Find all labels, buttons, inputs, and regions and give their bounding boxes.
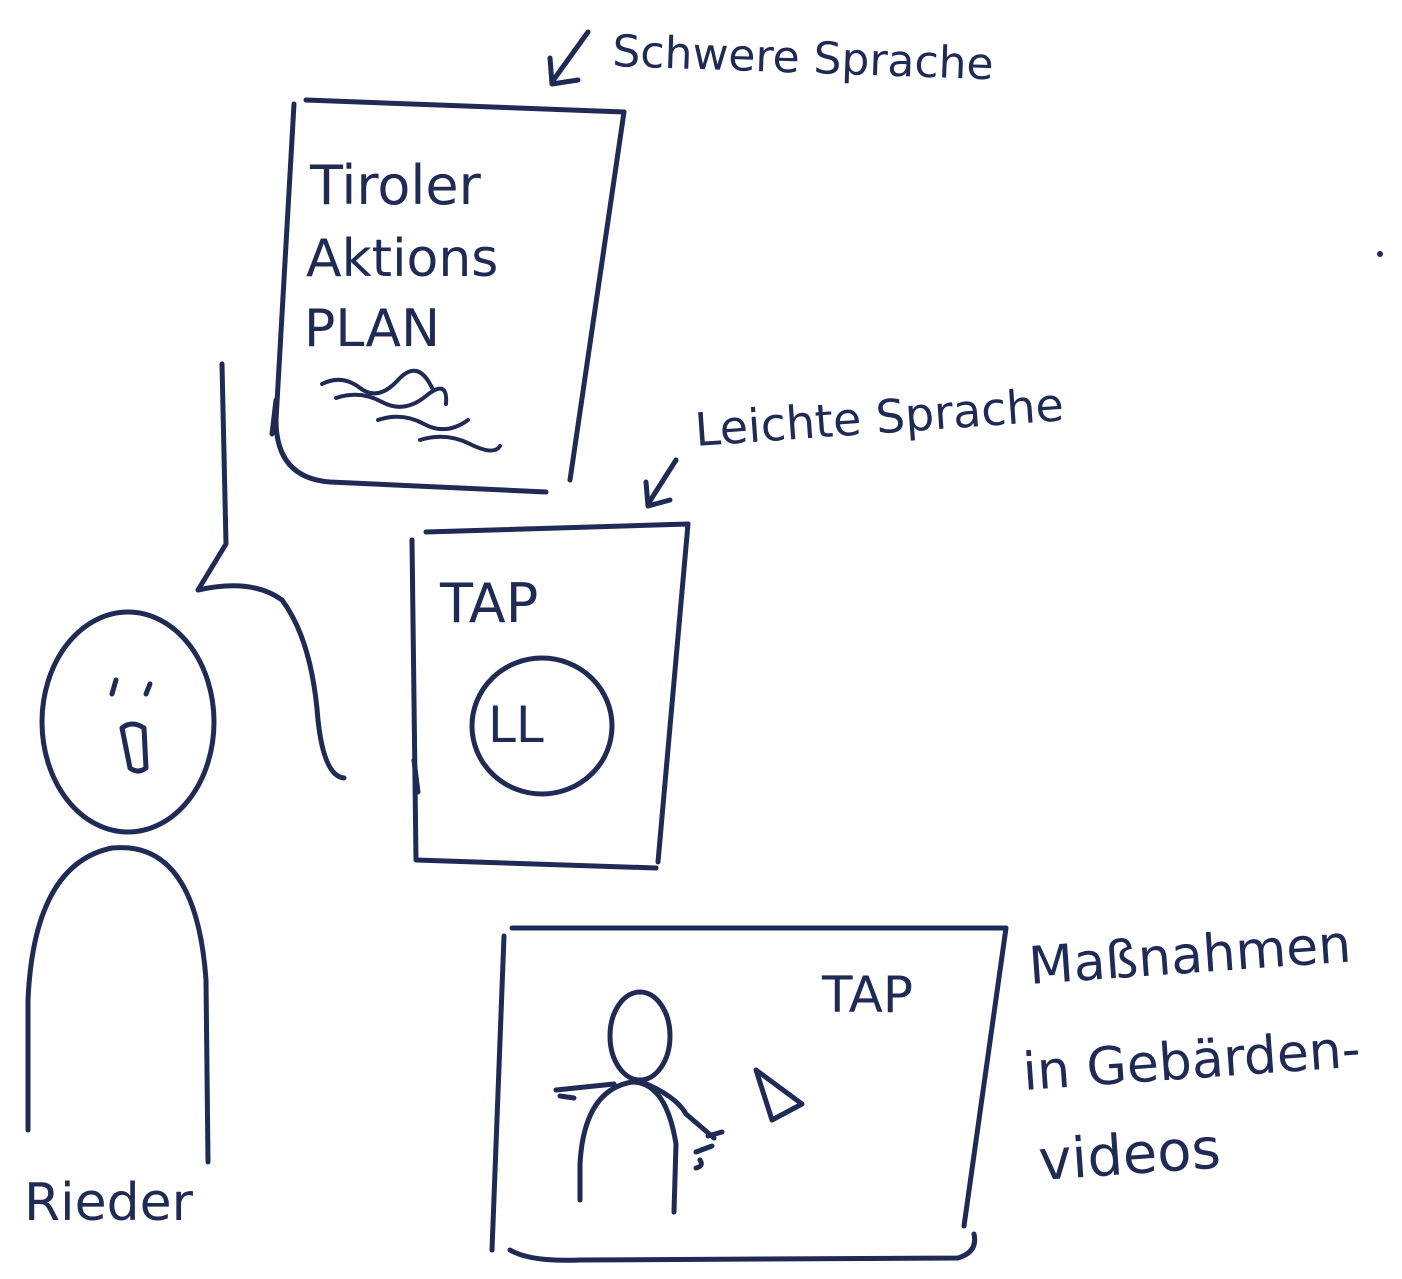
hard-doc-title-line1: Tiroler	[309, 154, 482, 217]
hard-doc-scribble-text	[322, 371, 500, 451]
measures-label-line1: Maßnahmen	[1027, 915, 1353, 997]
measures-label-line3: videos	[1036, 1116, 1222, 1194]
measures-label-line2: in Gebärden-	[1021, 1020, 1363, 1103]
easy-language-arrow	[646, 460, 676, 506]
stray-dot	[1377, 251, 1383, 257]
sign-language-video-panel	[492, 928, 1006, 1260]
person-signing-icon	[556, 992, 722, 1212]
person-figure-icon	[28, 612, 214, 1162]
hard-doc-title-line3: PLAN	[304, 299, 440, 359]
hard-language-arrow	[550, 32, 588, 84]
person-name-label: Rieder	[24, 1173, 194, 1233]
hard-doc-title-line2: Aktions	[306, 229, 498, 289]
easy-doc-title: TAP	[439, 572, 538, 635]
video-title: TAP	[821, 966, 913, 1024]
easy-doc-badge: LL	[488, 696, 544, 754]
play-icon	[756, 1070, 802, 1120]
easy-language-label: Leichte Sprache	[693, 377, 1065, 457]
hard-language-label: Schwere Sprache	[612, 26, 995, 90]
